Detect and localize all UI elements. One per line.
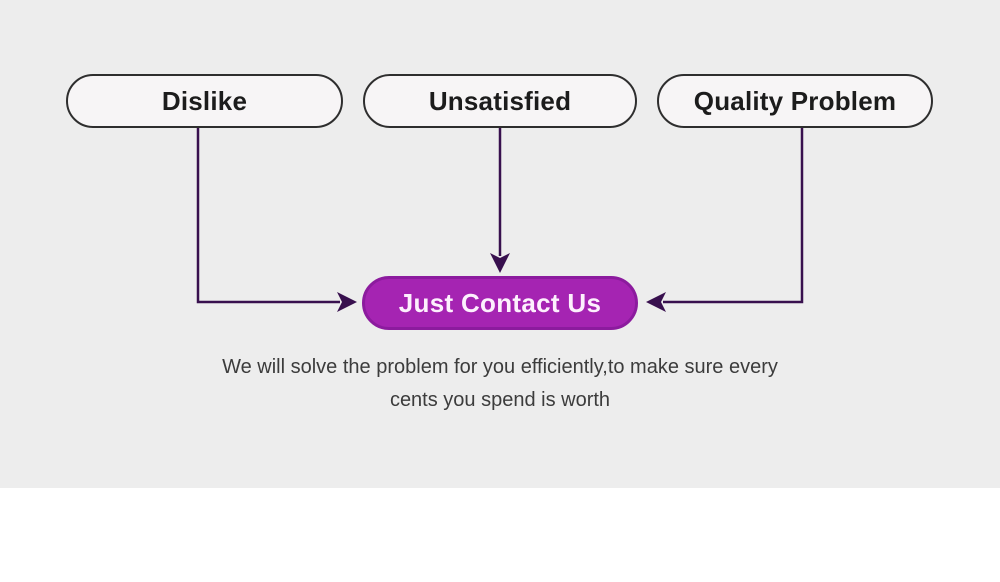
reason-label-unsatisfied: Unsatisfied — [428, 85, 572, 116]
contact-button-label: Just Contact Us — [398, 287, 602, 318]
reason-label-quality-problem: Quality Problem — [693, 85, 897, 116]
arrow-line-quality-problem — [663, 128, 804, 304]
caption-line-2: cents you spend is worth — [389, 389, 611, 411]
reason-pill-unsatisfied: Unsatisfied — [363, 74, 637, 128]
reason-label-dislike: Dislike — [161, 85, 248, 116]
caption-line-1: We will solve the problem for you effici… — [222, 356, 778, 378]
arrow-head-dislike — [337, 292, 357, 312]
reason-pill-dislike: Dislike — [66, 74, 343, 128]
caption: We will solve the problem for you effici… — [0, 351, 1000, 417]
arrow-head-unsatisfied — [490, 253, 510, 273]
arrow-head-quality-problem — [646, 292, 666, 312]
contact-button[interactable]: Just Contact Us — [362, 276, 638, 330]
diagram-panel: Dislike Unsatisfied Quality Problem Just… — [0, 0, 1000, 488]
arrow-line-dislike — [196, 128, 340, 304]
reason-pill-quality-problem: Quality Problem — [657, 74, 933, 128]
